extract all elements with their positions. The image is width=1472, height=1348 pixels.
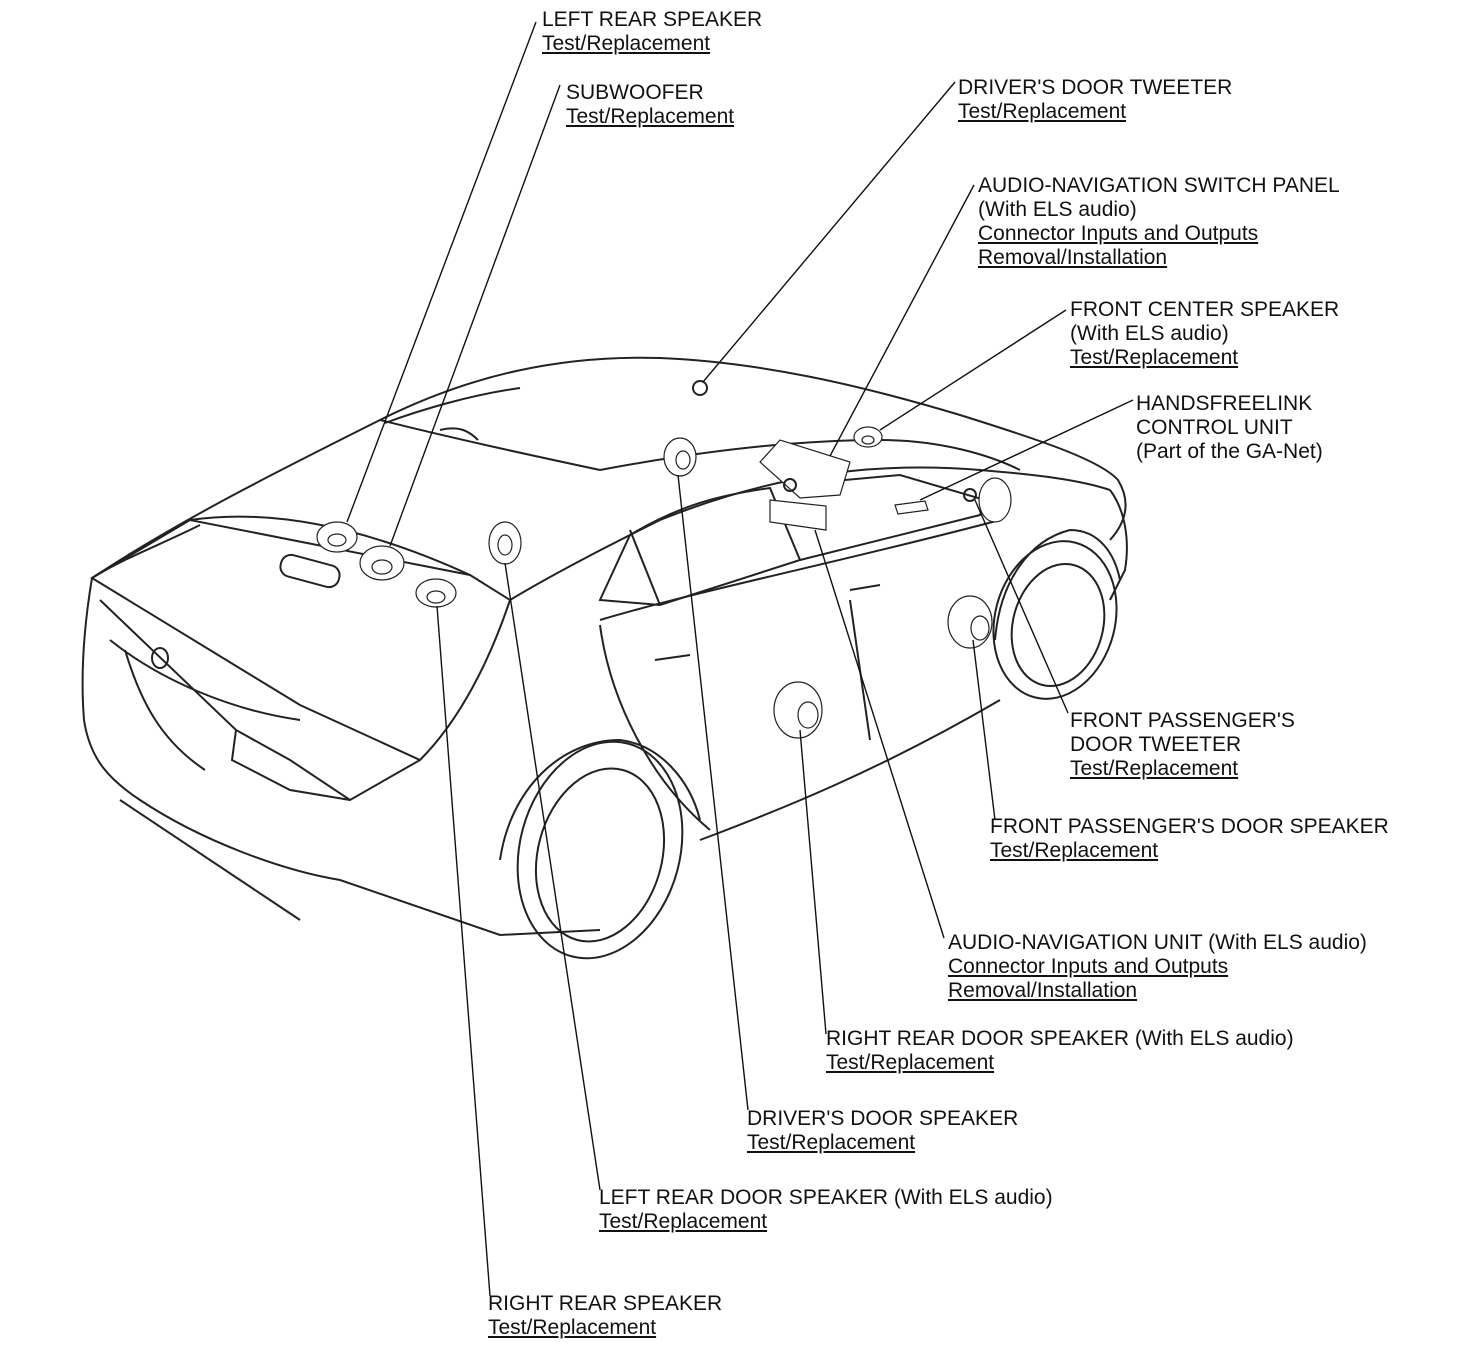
callout-audio-nav-unit: AUDIO-NAVIGATION UNIT (With ELS audio) C…: [948, 931, 1367, 1003]
test-replacement-link[interactable]: Test/Replacement: [958, 100, 1127, 123]
callout-left-rear-door-speaker: LEFT REAR DOOR SPEAKER (With ELS audio) …: [599, 1186, 1053, 1234]
callout-title: LEFT REAR DOOR SPEAKER (With ELS audio): [599, 1186, 1053, 1209]
callout-subtitle: (With ELS audio): [978, 198, 1137, 221]
callout-right-rear-door-speaker: RIGHT REAR DOOR SPEAKER (With ELS audio)…: [826, 1027, 1294, 1075]
callout-title: FRONT PASSENGER'S DOOR SPEAKER: [990, 815, 1389, 838]
test-replacement-link[interactable]: Test/Replacement: [1070, 757, 1239, 780]
test-replacement-link[interactable]: Test/Replacement: [488, 1316, 657, 1339]
test-replacement-link[interactable]: Test/Replacement: [1070, 346, 1239, 369]
test-replacement-link[interactable]: Test/Replacement: [542, 32, 711, 55]
callout-title-line-2: CONTROL UNIT: [1136, 416, 1293, 439]
callout-title: RIGHT REAR SPEAKER: [488, 1292, 723, 1315]
test-replacement-link[interactable]: Test/Replacement: [990, 839, 1159, 862]
removal-installation-link[interactable]: Removal/Installation: [948, 979, 1138, 1002]
callout-front-passenger-door-tweeter: FRONT PASSENGER'S DOOR TWEETER Test/Repl…: [1070, 709, 1295, 781]
callout-front-center-speaker: FRONT CENTER SPEAKER (With ELS audio) Te…: [1070, 298, 1339, 370]
test-replacement-link[interactable]: Test/Replacement: [747, 1131, 916, 1154]
callout-title: FRONT CENTER SPEAKER: [1070, 298, 1340, 321]
leader-lines: [346, 21, 1134, 1297]
callout-title: HANDSFREELINK: [1136, 392, 1313, 415]
callout-audio-nav-switch-panel: AUDIO-NAVIGATION SWITCH PANEL (With ELS …: [978, 174, 1340, 270]
callout-handsfreelink: HANDSFREELINK CONTROL UNIT (Part of the …: [1136, 392, 1323, 464]
connector-inputs-outputs-link[interactable]: Connector Inputs and Outputs: [948, 955, 1229, 978]
callout-title: SUBWOOFER: [566, 81, 704, 104]
callout-subtitle: (Part of the GA-Net): [1136, 440, 1323, 463]
test-replacement-link[interactable]: Test/Replacement: [566, 105, 735, 128]
test-replacement-link[interactable]: Test/Replacement: [826, 1051, 995, 1074]
removal-installation-link[interactable]: Removal/Installation: [978, 246, 1168, 269]
callout-front-passenger-door-speaker: FRONT PASSENGER'S DOOR SPEAKER Test/Repl…: [990, 815, 1389, 863]
callout-title: DRIVER'S DOOR TWEETER: [958, 76, 1233, 99]
callout-title: AUDIO-NAVIGATION SWITCH PANEL: [978, 174, 1340, 197]
callout-drivers-door-tweeter: DRIVER'S DOOR TWEETER Test/Replacement: [958, 76, 1232, 124]
callout-title-line-2: DOOR TWEETER: [1070, 733, 1242, 756]
callout-subtitle: (With ELS audio): [1070, 322, 1229, 345]
callout-drivers-door-speaker: DRIVER'S DOOR SPEAKER Test/Replacement: [747, 1107, 1018, 1155]
callout-title: LEFT REAR SPEAKER: [542, 8, 763, 31]
connector-inputs-outputs-link[interactable]: Connector Inputs and Outputs: [978, 222, 1259, 245]
callout-right-rear-speaker: RIGHT REAR SPEAKER Test/Replacement: [488, 1292, 722, 1340]
callout-title: RIGHT REAR DOOR SPEAKER (With ELS audio): [826, 1027, 1294, 1050]
callout-subwoofer: SUBWOOFER Test/Replacement: [566, 81, 734, 129]
callout-left-rear-speaker: LEFT REAR SPEAKER Test/Replacement: [542, 8, 762, 56]
callout-title: FRONT PASSENGER'S: [1070, 709, 1295, 732]
callout-title: DRIVER'S DOOR SPEAKER: [747, 1107, 1019, 1130]
callout-title: AUDIO-NAVIGATION UNIT (With ELS audio): [948, 931, 1367, 954]
test-replacement-link[interactable]: Test/Replacement: [599, 1210, 768, 1233]
